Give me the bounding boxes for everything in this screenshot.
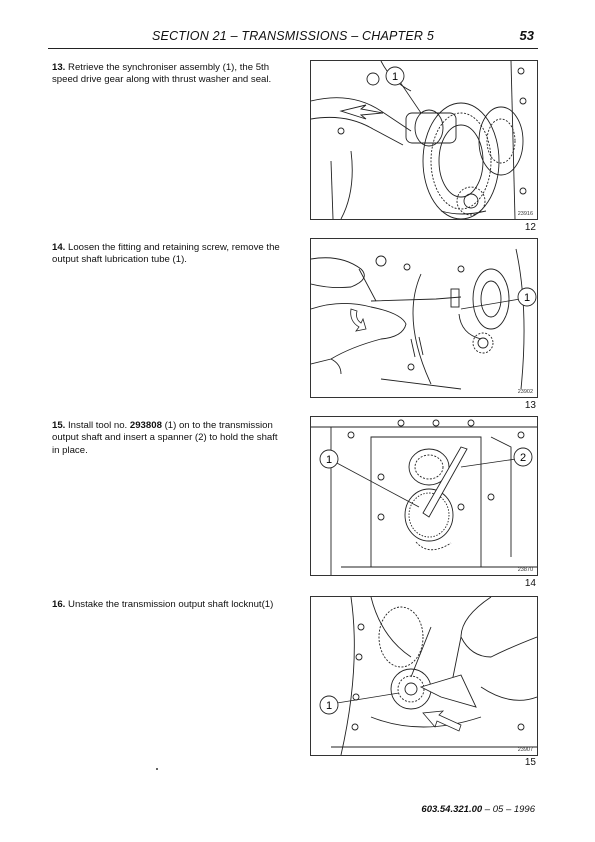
punch-tool xyxy=(419,674,477,708)
figure-code: 23907 xyxy=(517,747,533,753)
direction-arrow xyxy=(339,104,384,120)
step-16: 16. Unstake the transmission output shaf… xyxy=(52,599,284,611)
step-text-post: (1) on to the transmission output shaft … xyxy=(52,420,278,456)
svg-text:1: 1 xyxy=(326,700,332,712)
section-title: SECTION 21 – TRANSMISSIONS – CHAPTER 5 xyxy=(152,29,434,43)
page-number: 53 xyxy=(519,28,534,43)
lubrication-tube-removal-drawing: 1 xyxy=(311,248,537,390)
tool-number: 293808 xyxy=(129,420,162,431)
publication-date: – 05 – 1996 xyxy=(482,804,535,815)
svg-text:1: 1 xyxy=(392,71,398,83)
svg-text:1: 1 xyxy=(524,292,530,304)
synchroniser-removal-drawing: 1 xyxy=(311,61,527,219)
figure-number: 13 xyxy=(524,400,536,411)
callout-1: 1 xyxy=(319,692,400,715)
figure-15-illustration: 1 23907 xyxy=(310,596,538,756)
page-header: SECTION 21 – TRANSMISSIONS – CHAPTER 5 5… xyxy=(48,26,538,49)
callout-2: 2 xyxy=(460,447,533,468)
figure-number: 12 xyxy=(524,222,536,233)
figure-code: 23916 xyxy=(517,211,533,217)
step-text: Loosen the fitting and retaining screw, … xyxy=(52,242,280,266)
direction-arrow xyxy=(422,710,462,732)
figure-number: 14 xyxy=(524,578,536,589)
callout-1: 1 xyxy=(460,287,537,310)
figure-13-illustration: 1 23902 xyxy=(310,238,538,398)
figure-code: 23902 xyxy=(517,389,533,395)
tool-293808-installed-drawing: 1 2 xyxy=(311,419,537,575)
rotation-arrow xyxy=(350,308,367,332)
svg-text:1: 1 xyxy=(326,454,332,466)
page-footer: 603.54.321.00 – 05 – 1996 xyxy=(421,804,535,815)
figure-number: 15 xyxy=(524,757,536,768)
step-14: 14. Loosen the fitting and retaining scr… xyxy=(52,242,284,267)
spanner xyxy=(422,446,468,518)
locknut-unstaking-drawing: 1 xyxy=(319,597,537,755)
step-text: Unstake the transmission output shaft lo… xyxy=(68,599,274,610)
step-text-pre: Install tool no. xyxy=(68,420,130,431)
step-15: 15. Install tool no. 293808 (1) on to th… xyxy=(52,420,284,457)
document-code: 603.54.321.00 xyxy=(421,804,483,815)
figure-code: 23870 xyxy=(517,567,533,573)
callout-1: 1 xyxy=(319,449,420,508)
step-number: 15. xyxy=(52,420,66,431)
step-number: 14. xyxy=(52,242,66,253)
stray-mark xyxy=(156,768,158,770)
svg-text:2: 2 xyxy=(520,452,526,464)
step-13: 13. Retrieve the synchroniser assembly (… xyxy=(52,62,284,87)
figure-12-illustration: 1 23916 xyxy=(310,60,538,220)
step-number: 13. xyxy=(52,62,66,73)
figure-14-illustration: 1 2 23870 xyxy=(310,416,538,576)
step-text: Retrieve the synchroniser assembly (1), … xyxy=(52,62,272,86)
callout-1: 1 xyxy=(385,66,422,114)
step-number: 16. xyxy=(52,599,66,610)
